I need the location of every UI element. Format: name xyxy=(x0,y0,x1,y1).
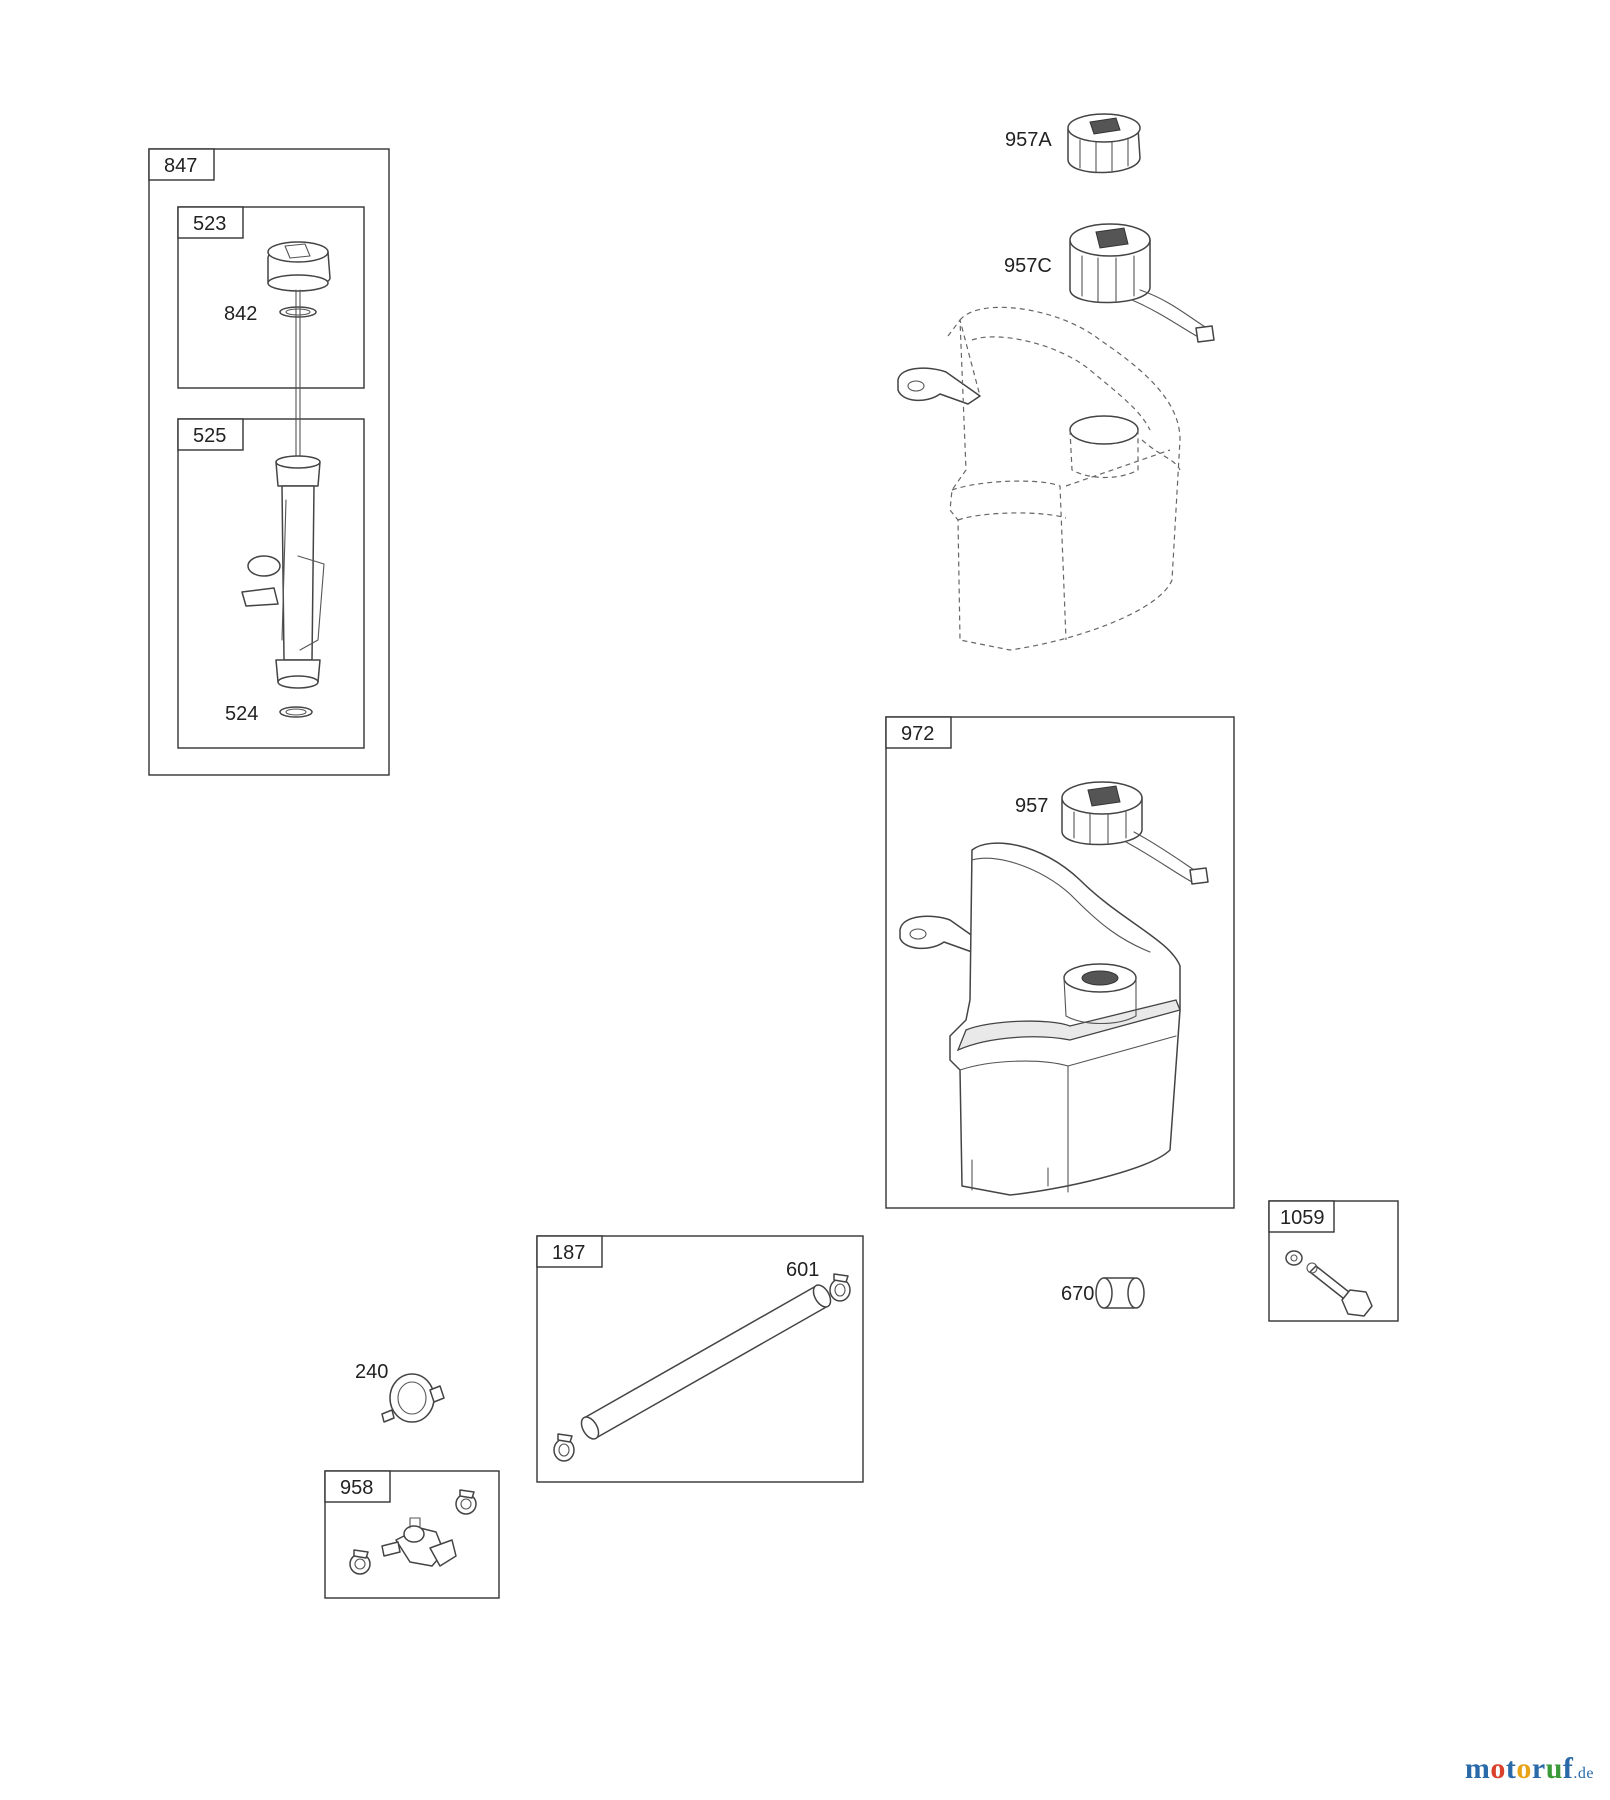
assembly-box-958[interactable]: 958 xyxy=(324,1470,500,1599)
bushing-icon xyxy=(1095,1277,1145,1309)
bolt-icon xyxy=(1285,1250,1373,1317)
callout-957C: 957C xyxy=(1004,255,1052,277)
watermark-part: m xyxy=(1464,1752,1491,1785)
fuel-tank-icon xyxy=(899,842,1181,1196)
box-label-958: 958 xyxy=(340,1477,373,1499)
watermark-part: u xyxy=(1545,1752,1563,1785)
callout-601: 601 xyxy=(786,1259,819,1281)
fuel-tank-icon xyxy=(897,306,1181,651)
dipstick-tube-icon xyxy=(241,455,325,689)
callout-670: 670 xyxy=(1061,1283,1094,1305)
box-label-525: 525 xyxy=(193,425,226,447)
callout-240: 240 xyxy=(355,1361,388,1383)
watermark-tld: .de xyxy=(1573,1765,1594,1782)
fuel-line-icon xyxy=(580,1284,832,1440)
hose-clamp-icon xyxy=(829,1273,851,1302)
o-ring-icon xyxy=(279,706,313,718)
watermark-part: t xyxy=(1505,1752,1517,1785)
box-label-1059: 1059 xyxy=(1280,1207,1325,1229)
assembly-box-525[interactable]: 525 xyxy=(177,418,365,749)
box-label-187: 187 xyxy=(552,1242,585,1264)
fuel-valve-icon xyxy=(381,1517,457,1567)
watermark-logo: motoruf.de xyxy=(1465,1752,1594,1786)
fuel-cap-icon xyxy=(1061,781,1209,885)
callout-957A: 957A xyxy=(1005,129,1052,151)
assembly-box-847[interactable]: 847 xyxy=(148,148,390,776)
callout-957: 957 xyxy=(1015,795,1048,817)
assembly-box-187[interactable]: 187 xyxy=(536,1235,864,1483)
callout-524: 524 xyxy=(225,703,258,725)
assembly-box-972[interactable]: 972 xyxy=(885,716,1235,1209)
hose-clamp-icon xyxy=(553,1433,575,1462)
dipstick-cap-icon xyxy=(267,241,331,292)
box-label-972: 972 xyxy=(901,723,934,745)
fuel-filter-icon xyxy=(381,1373,445,1423)
o-ring-icon xyxy=(279,306,317,318)
fuel-cap-icon xyxy=(1067,113,1141,174)
box-label-523: 523 xyxy=(193,213,226,235)
hose-clamp-icon xyxy=(455,1489,477,1515)
watermark-part: o xyxy=(1490,1752,1506,1785)
watermark-part: r xyxy=(1531,1752,1546,1785)
watermark-part: o xyxy=(1516,1752,1532,1785)
callout-842: 842 xyxy=(224,303,257,325)
assembly-box-1059[interactable]: 1059 xyxy=(1268,1200,1399,1322)
assembly-box-523[interactable]: 523 xyxy=(177,206,365,389)
fuel-cap-icon xyxy=(1069,223,1215,343)
watermark-part: f xyxy=(1562,1752,1574,1785)
hose-clamp-icon xyxy=(349,1549,371,1575)
box-label-847: 847 xyxy=(164,155,197,177)
